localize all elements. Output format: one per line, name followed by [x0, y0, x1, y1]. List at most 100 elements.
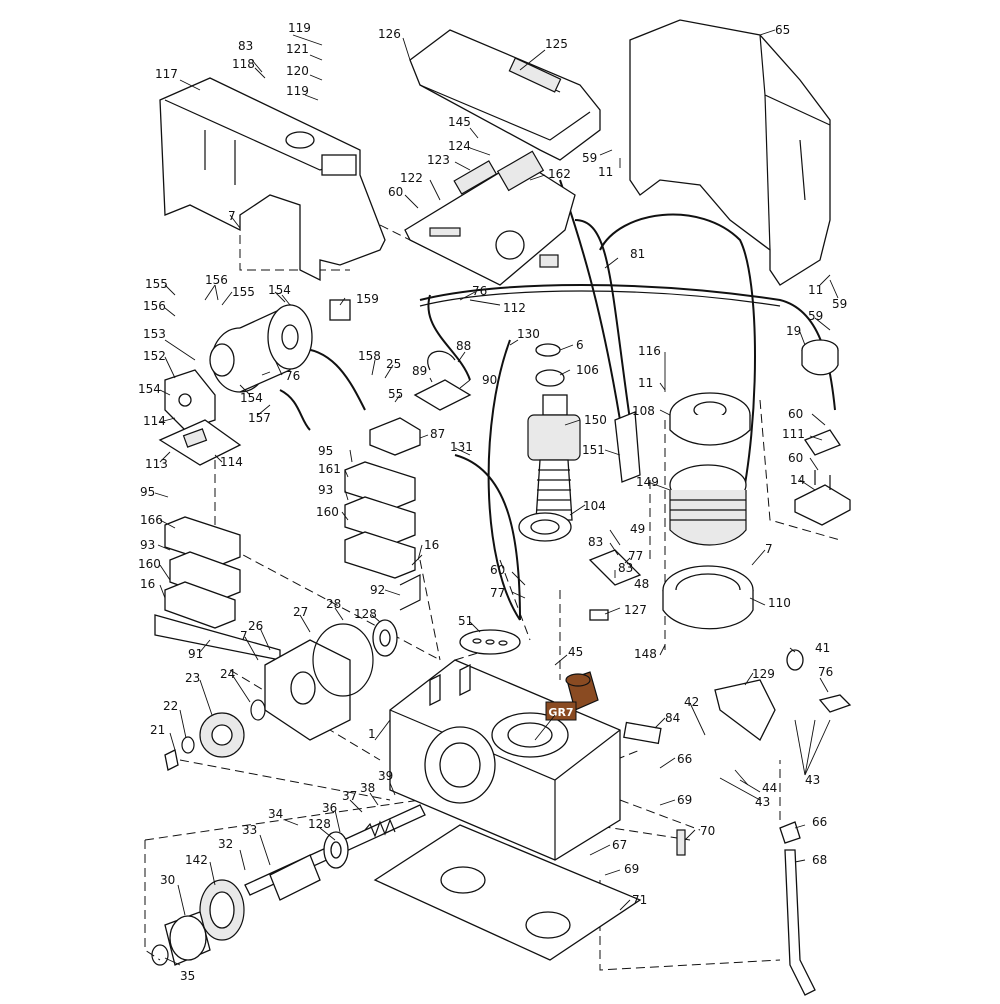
- callout-123: 123: [427, 153, 450, 167]
- callout-119a: 119: [288, 21, 311, 35]
- callout-151: 151: [582, 443, 605, 457]
- part-14-terminal-block: [794, 470, 851, 526]
- callout-43b: 43: [755, 795, 770, 809]
- callout-119b: 119: [286, 84, 309, 98]
- part-21-bolt: [164, 749, 179, 771]
- callout-124: 124: [448, 139, 471, 153]
- callout-36: 36: [322, 801, 337, 815]
- part-159-terminal: [329, 299, 351, 321]
- callout-160a: 160: [138, 557, 161, 571]
- callout-27: 27: [293, 605, 308, 619]
- part-153-motor-rotor: [209, 303, 313, 393]
- callout-67: 67: [612, 838, 627, 852]
- callout-128a: 128: [354, 607, 377, 621]
- callout-128b: 128: [308, 817, 331, 831]
- part-19-capacitor: [801, 339, 839, 376]
- callout-113: 113: [145, 457, 168, 471]
- callout-156b: 156: [205, 273, 228, 287]
- callout-91: 91: [188, 647, 203, 661]
- callout-60b: 60: [788, 407, 803, 421]
- callout-121: 121: [286, 42, 309, 56]
- part-24-washer: [250, 699, 266, 721]
- callout-60a: 60: [388, 185, 403, 199]
- callout-55: 55: [388, 387, 403, 401]
- part-142-gear: [199, 879, 245, 941]
- callout-83b: 83: [588, 535, 603, 549]
- part-35-circlip: [151, 944, 169, 966]
- callout-110: 110: [768, 596, 791, 610]
- callout-23: 23: [185, 671, 200, 685]
- callout-92: 92: [370, 583, 385, 597]
- part-22-washer: [181, 736, 195, 754]
- part-128-bearing-upper: [372, 619, 398, 657]
- callout-117: 117: [155, 67, 178, 81]
- callout-69b: 69: [624, 862, 639, 876]
- callout-118: 118: [232, 57, 255, 71]
- callout-76a: 76: [472, 284, 487, 298]
- callout-19: 19: [786, 324, 801, 338]
- part-51-cable-grommet: [459, 629, 521, 655]
- callout-88: 88: [456, 339, 471, 353]
- callout-70: 70: [700, 824, 715, 838]
- callout-34: 34: [268, 807, 283, 821]
- leader-lines: [154, 29, 839, 966]
- callout-87: 87: [430, 427, 445, 441]
- part-129-release-lever: [714, 679, 776, 741]
- part-152-brake-bracket: [164, 369, 216, 431]
- part-87-sensor-block: [369, 417, 421, 456]
- callout-162: 162: [548, 167, 571, 181]
- callout-69a: 69: [677, 793, 692, 807]
- part-23-spur-gear: [199, 712, 245, 758]
- callout-89: 89: [412, 364, 427, 378]
- callout-90: 90: [482, 373, 497, 387]
- callout-7a: 7: [228, 209, 236, 223]
- callout-159: 159: [356, 292, 379, 306]
- callout-59a: 59: [582, 151, 597, 165]
- callout-130: 130: [517, 327, 540, 341]
- callout-65: 65: [775, 23, 790, 37]
- callout-6: 6: [576, 338, 584, 352]
- part-104-bearing: [518, 512, 572, 542]
- callout-104: 104: [583, 499, 606, 513]
- gr7-label: GR7: [548, 706, 573, 719]
- callout-154c: 154: [138, 382, 161, 396]
- callout-21: 21: [150, 723, 165, 737]
- callout-59c: 59: [808, 309, 823, 323]
- callout-44: 44: [762, 781, 777, 795]
- callout-11a: 11: [598, 165, 613, 179]
- part-27-gasket: [312, 623, 374, 697]
- callout-38: 38: [360, 781, 375, 795]
- callout-148: 148: [634, 647, 657, 661]
- callout-83c: 83: [618, 561, 633, 575]
- callout-116: 116: [638, 344, 661, 358]
- callout-122: 122: [400, 171, 423, 185]
- callout-142: 142: [185, 853, 208, 867]
- callout-154b: 154: [240, 391, 263, 405]
- callout-150: 150: [584, 413, 607, 427]
- part-110-motor-flange: [662, 565, 754, 630]
- callout-49: 49: [630, 522, 645, 536]
- callout-145: 145: [448, 115, 471, 129]
- part-48-limit-switch: [588, 549, 642, 621]
- part-30-pinion: [164, 911, 211, 966]
- callout-155b: 155: [232, 285, 255, 299]
- callout-26: 26: [248, 619, 263, 633]
- part-90-bracket: [413, 350, 472, 411]
- part-71-base-plate: [373, 824, 642, 961]
- callout-45: 45: [568, 645, 583, 659]
- callout-158: 158: [358, 349, 381, 363]
- part-150-worm-shaft: [527, 394, 581, 521]
- callout-60c: 60: [788, 451, 803, 465]
- callout-149: 149: [636, 475, 659, 489]
- callout-160b: 160: [316, 505, 339, 519]
- callout-48: 48: [634, 577, 649, 591]
- callout-66b: 66: [812, 815, 827, 829]
- callout-111: 111: [782, 427, 805, 441]
- part-122-control-board: [404, 150, 576, 286]
- callout-108: 108: [632, 404, 655, 418]
- callout-37: 37: [342, 789, 357, 803]
- callout-51: 51: [458, 614, 473, 628]
- callout-129: 129: [752, 667, 775, 681]
- part-70-pin: [676, 829, 686, 856]
- callout-153: 153: [143, 327, 166, 341]
